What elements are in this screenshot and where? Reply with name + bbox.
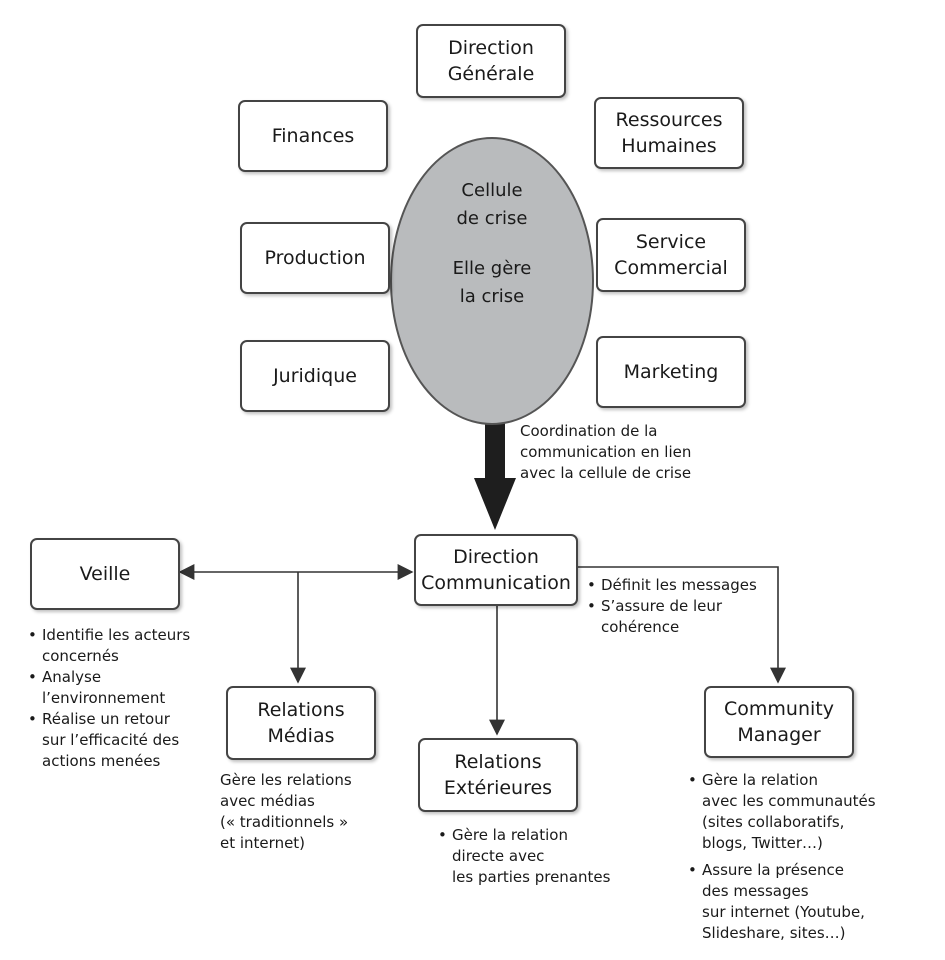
relations-exterieures-bullet-line-2: directe avec xyxy=(452,847,545,865)
community-manager-bullet-2: Assure la présence des messages sur inte… xyxy=(688,860,876,944)
box-marketing: Marketing xyxy=(596,336,746,408)
box-relations-exterieures: Relations Extérieures xyxy=(418,738,578,812)
communication-bullet-1: Définit les messages xyxy=(587,575,757,596)
community-manager-bullet-2-line-3: sur internet (Youtube, xyxy=(702,903,865,921)
box-direction-communication: Direction Communication xyxy=(414,534,578,606)
community-manager-line-2: Manager xyxy=(737,724,821,746)
crisis-cell-line-2: de crise xyxy=(456,208,528,229)
community-manager-line-1: Community xyxy=(724,698,834,720)
relations-exterieures-notes: Gère la relation directe avec les partie… xyxy=(438,825,610,888)
community-manager-bullet-1-line-1: Gère la relation xyxy=(702,771,818,789)
coordination-note-line-3: avec la cellule de crise xyxy=(520,464,692,482)
crisis-cell-line-1: Cellule xyxy=(461,180,523,201)
box-juridique: Juridique xyxy=(240,340,390,412)
community-manager-bullet-2-line-4: Slideshare, sites…) xyxy=(702,924,846,942)
relations-medias-text-line-1: Gère les relations xyxy=(220,771,352,789)
service-commercial-line-2: Commercial xyxy=(614,257,728,279)
juridique-label: Juridique xyxy=(273,365,357,387)
relations-medias-text-line-4: et internet) xyxy=(220,834,306,852)
communication-notes: Définit les messages S’assure de leur co… xyxy=(587,575,757,638)
community-manager-bullet-1: Gère la relation avec les communautés (s… xyxy=(688,770,876,854)
direction-communication-line-1: Direction xyxy=(453,546,539,568)
box-finances: Finances xyxy=(238,100,388,172)
community-manager-bullet-2-line-2: des messages xyxy=(702,882,809,900)
service-commercial-line-1: Service xyxy=(635,231,707,253)
community-manager-notes: Gère la relation avec les communautés (s… xyxy=(688,770,876,944)
veille-bullet-3-line-2: sur l’efficacité des xyxy=(42,731,180,749)
veille-bullet-3-line-1: Réalise un retour xyxy=(42,710,170,728)
communication-bullet-2-line-1: S’assure de leur xyxy=(601,597,723,615)
veille-bullet-3: Réalise un retour sur l’efficacité des a… xyxy=(28,709,190,772)
relations-medias-notes: Gère les relations avec médias (« tradit… xyxy=(220,770,352,854)
community-manager-bullet-2-line-1: Assure la présence xyxy=(702,861,844,879)
box-production: Production xyxy=(240,222,390,294)
box-ressources-humaines: Ressources Humaines xyxy=(594,97,744,169)
communication-bullet-2-line-2: cohérence xyxy=(601,618,680,636)
coordination-note-line-1: Coordination de la xyxy=(520,422,658,440)
communication-bullet-2: S’assure de leur cohérence xyxy=(587,596,757,638)
veille-bullet-1-line-1: Identifie les acteurs xyxy=(42,626,191,644)
coordination-note: Coordination de la communication en lien… xyxy=(520,421,691,484)
community-manager-bullet-1-line-3: (sites collaboratifs, xyxy=(702,813,845,831)
finances-label: Finances xyxy=(271,125,355,147)
ressources-humaines-line-1: Ressources xyxy=(615,109,723,131)
crisis-cell-line-4: la crise xyxy=(459,286,525,307)
relations-exterieures-line-2: Extérieures xyxy=(443,777,553,799)
veille-bullet-2-line-1: Analyse xyxy=(42,668,102,686)
crisis-cell-ellipse: Cellule de crise Elle gère la crise xyxy=(390,137,594,425)
veille-bullet-3-line-3: actions menées xyxy=(42,752,161,770)
arrow-to-community-manager xyxy=(578,566,786,684)
direction-generale-line-2: Générale xyxy=(447,63,535,85)
veille-bullet-2: Analyse l’environnement xyxy=(28,667,190,709)
box-veille: Veille xyxy=(30,538,180,610)
crisis-cell-line-3: Elle gère xyxy=(452,258,532,279)
community-manager-bullet-1-line-4: blogs, Twitter…) xyxy=(702,834,823,852)
relations-medias-text-line-2: avec médias xyxy=(220,792,315,810)
relations-exterieures-bullet-1: Gère la relation directe avec les partie… xyxy=(438,825,610,888)
direction-generale-line-1: Direction xyxy=(448,37,534,59)
veille-bullet-2-line-2: l’environnement xyxy=(42,689,166,707)
relations-medias-line-1: Relations xyxy=(257,699,345,721)
relations-exterieures-bullet-line-3: les parties prenantes xyxy=(452,868,611,886)
relations-medias-line-2: Médias xyxy=(267,725,335,747)
veille-bullet-1-line-2: concernés xyxy=(42,647,119,665)
box-service-commercial: Service Commercial xyxy=(596,218,746,292)
marketing-label: Marketing xyxy=(623,361,719,383)
veille-label: Veille xyxy=(79,563,131,585)
box-direction-generale: Direction Générale xyxy=(416,24,566,98)
communication-bullet-1-line-1: Définit les messages xyxy=(601,576,757,594)
production-label: Production xyxy=(264,247,366,269)
box-community-manager: Community Manager xyxy=(704,686,854,758)
coordination-note-line-2: communication en lien xyxy=(520,443,692,461)
relations-exterieures-line-1: Relations xyxy=(454,751,542,773)
direction-communication-line-2: Communication xyxy=(421,572,571,594)
ressources-humaines-line-2: Humaines xyxy=(621,135,717,157)
relations-exterieures-bullet-line-1: Gère la relation xyxy=(452,826,568,844)
veille-notes: Identifie les acteurs concernés Analyse … xyxy=(28,625,190,772)
relations-medias-text-line-3: (« traditionnels » xyxy=(220,813,349,831)
veille-bullet-1: Identifie les acteurs concernés xyxy=(28,625,190,667)
box-relations-medias: Relations Médias xyxy=(226,686,376,760)
community-manager-bullet-1-line-2: avec les communautés xyxy=(702,792,876,810)
